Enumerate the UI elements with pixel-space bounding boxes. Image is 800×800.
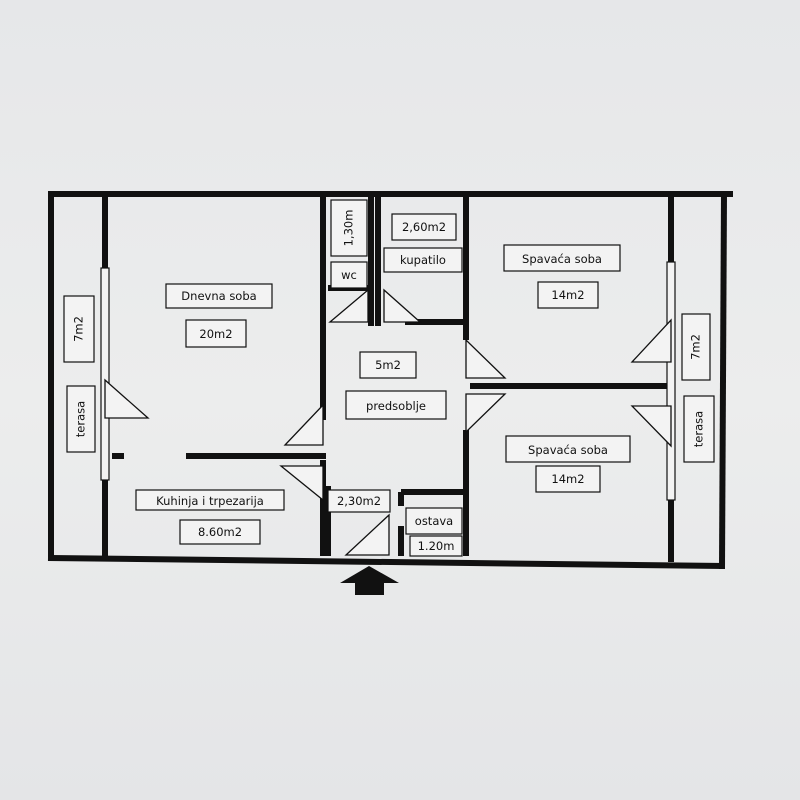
- wc-name: wc: [341, 268, 357, 282]
- storage-area: 1.20m: [418, 539, 455, 553]
- storage-name: ostava: [415, 514, 453, 528]
- bedroom-1-area: 14m2: [551, 288, 584, 302]
- outer-walls: [47, 190, 733, 570]
- bedroom-2-name: Spavaća soba: [528, 443, 608, 457]
- terrace-right-name: terasa: [692, 411, 706, 447]
- living-room-area: 20m2: [199, 327, 232, 341]
- terrace-right-area: 7m2: [689, 334, 703, 360]
- bathroom-area: 2,60m2: [402, 220, 446, 234]
- bedroom-1-name: Spavaća soba: [522, 252, 602, 266]
- bathroom-name: kupatilo: [400, 253, 446, 267]
- hallway-area: 5m2: [375, 358, 401, 372]
- living-room-name: Dnevna soba: [181, 289, 256, 303]
- terrace-left-name: terasa: [74, 401, 88, 437]
- kitchen-area: 8.60m2: [198, 525, 242, 539]
- terrace-left-area: 7m2: [72, 316, 86, 342]
- doors: [104, 288, 672, 556]
- closet-area: 2,30m2: [337, 494, 381, 508]
- kitchen-name: Kuhinja i trpezarija: [156, 494, 264, 508]
- room-labels: Dnevna soba 20m2 Kuhinja i trpezarija 8.…: [63, 199, 715, 557]
- wc-area: 1,30m: [342, 210, 356, 247]
- windows: [100, 261, 676, 501]
- hallway-name: predsoblje: [366, 399, 426, 413]
- up-arrow-icon: [340, 566, 399, 595]
- bedroom-2-area: 14m2: [551, 472, 584, 486]
